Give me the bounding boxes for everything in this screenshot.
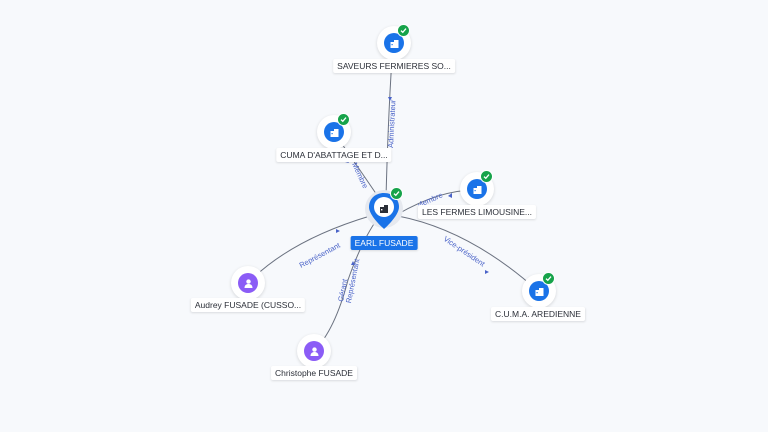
- arrow-marker: [448, 193, 452, 198]
- verified-check-icon: [390, 187, 403, 200]
- verified-check-icon: [480, 170, 493, 183]
- node-fermes[interactable]: [460, 170, 494, 206]
- person-icon: [238, 273, 258, 293]
- edge-label-representant: Représentant: [298, 240, 343, 270]
- node-saveurs[interactable]: [377, 24, 411, 60]
- verified-check-icon: [337, 113, 350, 126]
- node-label-christophe[interactable]: Christophe FUSADE: [271, 366, 357, 380]
- node-christophe[interactable]: [297, 334, 331, 368]
- node-label-cuma-abattage[interactable]: CUMA D'ABATTAGE ET D...: [276, 148, 392, 162]
- company-icon: [529, 281, 549, 301]
- arrow-marker: [336, 229, 340, 233]
- edge-label-gerant-representant: Gérant Représentant: [336, 256, 361, 304]
- node-label-audrey[interactable]: Audrey FUSADE (CUSSO...: [190, 298, 306, 312]
- node-cuma-aredienne[interactable]: [522, 272, 556, 308]
- verified-check-icon: [542, 272, 555, 285]
- company-icon: [467, 179, 487, 199]
- node-label-saveurs[interactable]: SAVEURS FERMIERES SO...: [333, 59, 455, 73]
- arrow-marker: [485, 270, 489, 274]
- edge-label-gerant: Gérant: [336, 277, 349, 302]
- center-node[interactable]: [364, 187, 404, 235]
- edge-cuma-aredienne: [397, 215, 539, 292]
- company-icon: [324, 122, 344, 142]
- verified-check-icon: [397, 24, 410, 37]
- edge-christophe: [313, 217, 379, 352]
- arrow-marker: [351, 261, 355, 265]
- company-icon: [378, 201, 390, 219]
- arrow-marker: [388, 97, 392, 101]
- center-node-label[interactable]: EARL FUSADE: [350, 236, 418, 250]
- node-label-fermes[interactable]: LES FERMES LIMOUSINE...: [417, 205, 537, 219]
- person-icon: [304, 341, 324, 361]
- node-cuma-abattage[interactable]: [317, 113, 351, 149]
- node-audrey[interactable]: [231, 266, 265, 300]
- company-icon: [384, 33, 404, 53]
- edge-label-administrateur: Administrateur: [386, 99, 398, 148]
- edge-label-membre: Membre: [350, 161, 370, 190]
- node-label-cuma-aredienne[interactable]: C.U.M.A. AREDIENNE: [491, 307, 585, 321]
